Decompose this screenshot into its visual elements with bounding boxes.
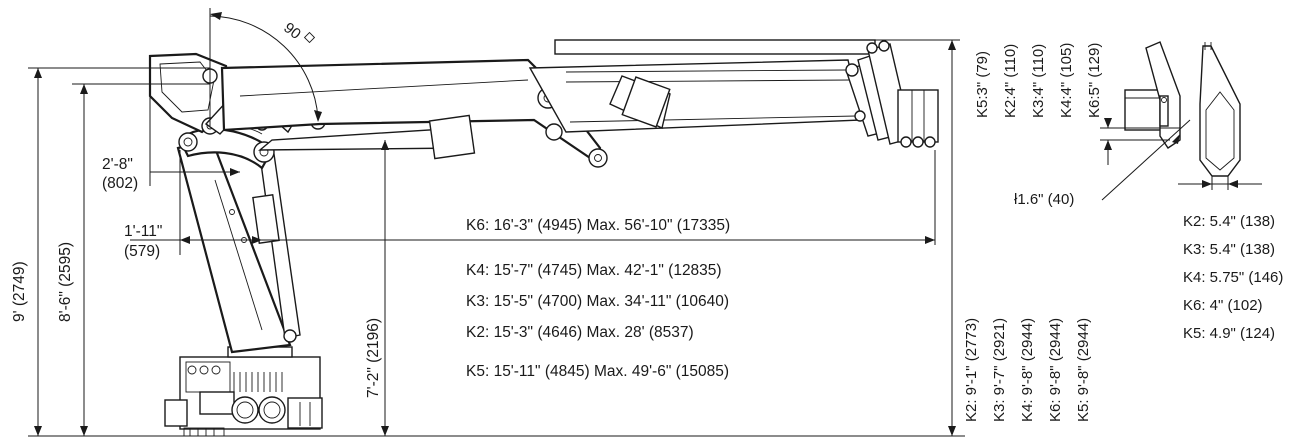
- pivot-height-dimension: 7'-2" (2196): [365, 140, 389, 436]
- height-2-label: 8'-6" (2595): [57, 242, 74, 322]
- width-k5: K5: 4.9" (124): [1183, 325, 1275, 342]
- tip-height-k6: K6: 9'-8" (2944): [1047, 318, 1064, 422]
- reach-line-k2: K2: 15'-3" (4646) Max. 28' (8537): [466, 324, 694, 341]
- tip-height-dimensions: K2: 9'-1" (2773) K3: 9'-7" (2921) K4: 9'…: [875, 39, 1092, 436]
- reach-line-k3: K3: 15'-5" (4700) Max. 34'-11" (10640): [466, 293, 729, 310]
- width-k2: K2: 5.4" (138): [1183, 213, 1275, 230]
- overall-height-label: 9' (2749): [11, 261, 28, 322]
- tip-height-k2: K2: 9'-1" (2773): [963, 318, 980, 422]
- width-k4: K4: 5.75" (146): [1183, 269, 1283, 286]
- reach-line-k4: K4: 15'-7" (4745) Max. 42'-1" (12835): [466, 262, 722, 279]
- width-k6: K6: 4" (102): [1183, 297, 1263, 314]
- offset-1-ft: 2'-8": [102, 156, 133, 173]
- angle-label: 90: [280, 19, 304, 43]
- base-grille: [233, 372, 283, 392]
- offset-2-ft: 1'-11": [124, 223, 162, 240]
- column-cylinder: [252, 153, 301, 343]
- extension-cylinder: [609, 75, 671, 129]
- reach-line-k5: K5: 15'-11" (4845) Max. 49'-6" (15085): [466, 363, 729, 380]
- reach-line-k6: K6: 16'-3" (4945) Max. 56'-10" (17335): [466, 217, 730, 234]
- top-offset-k4: K4:4" (105): [1058, 43, 1075, 118]
- reach-dimensions: K6: 16'-3" (4945) Max. 56'-10" (17335) K…: [262, 150, 936, 380]
- tip-side-detail: ł1.6" (40): [1014, 41, 1191, 208]
- top-offset-k5: K5:3" (79): [974, 51, 991, 118]
- angle-indicator: 90: [209, 8, 322, 126]
- top-offset-labels: K5:3" (79) K2:4" (110) K3:4" (110) K4:4"…: [974, 43, 1103, 118]
- outer-boom: [528, 39, 939, 148]
- width-list: K2: 5.4" (138) K3: 5.4" (138) K4: 5.75" …: [1183, 213, 1283, 342]
- tip-height-k5: K5: 9'-8" (2944): [1075, 318, 1092, 422]
- tip-height-k3: K3: 9'-7" (2921): [991, 318, 1008, 422]
- tip-height-k4: K4: 9'-8" (2944): [1019, 318, 1036, 422]
- offset-2-mm: (579): [124, 243, 160, 260]
- lift-cylinder: [258, 114, 476, 160]
- top-offset-k2: K2:4" (110): [1002, 44, 1019, 118]
- detail-label: ł1.6" (40): [1014, 191, 1074, 208]
- degree-icon: [303, 31, 316, 44]
- left-dimensions: 9' (2749) 8'-6" (2595) 2'-8" (802) 1'-11…: [11, 67, 262, 436]
- tip-end-detail: [1178, 42, 1262, 190]
- offset-1-mm: (802): [102, 175, 138, 192]
- inner-boom: [220, 58, 608, 168]
- extension-tips: [845, 40, 939, 148]
- top-offset-k6: K6:5" (129): [1086, 43, 1103, 118]
- boom-pivot-height-label: 7'-2" (2196): [365, 318, 382, 398]
- top-offset-k3: K3:4" (110): [1030, 44, 1047, 118]
- width-k3: K3: 5.4" (138): [1183, 241, 1275, 258]
- crane-base: [164, 346, 323, 437]
